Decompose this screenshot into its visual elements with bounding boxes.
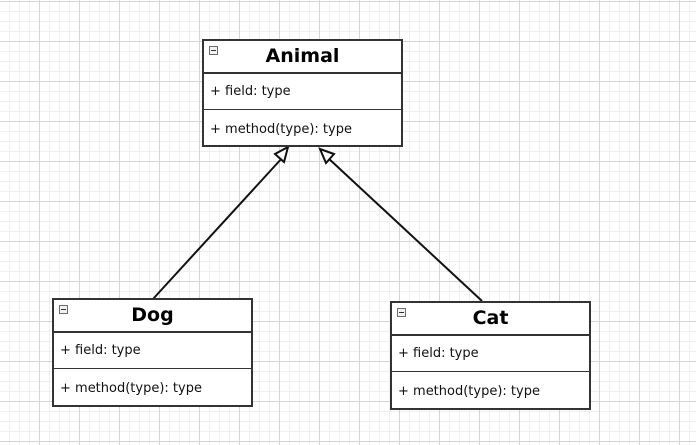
class-name: Animal xyxy=(265,45,340,67)
class-cat-header[interactable]: Cat xyxy=(392,303,589,336)
class-animal-header[interactable]: Animal xyxy=(204,41,401,74)
class-method[interactable]: + method(type): type xyxy=(210,121,352,137)
cat-to-animal-arrowhead xyxy=(318,147,336,165)
class-name: Dog xyxy=(131,304,174,326)
dog-to-animal-arrowhead xyxy=(273,145,290,164)
cat-to-animal-line[interactable] xyxy=(326,156,483,302)
dog-to-animal-line[interactable] xyxy=(152,156,284,300)
class-field[interactable]: + field: type xyxy=(392,336,589,372)
class-dog-header[interactable]: Dog xyxy=(54,300,251,333)
collapse-icon[interactable] xyxy=(209,46,218,55)
class-field[interactable]: + field: type xyxy=(54,333,251,369)
collapse-icon[interactable] xyxy=(59,305,68,314)
collapse-icon[interactable] xyxy=(397,308,406,317)
class-name: Cat xyxy=(472,307,509,329)
class-animal[interactable]: Animal + field: type + method(type): typ… xyxy=(202,39,403,147)
class-method[interactable]: + method(type): type xyxy=(398,383,540,399)
class-dog[interactable]: Dog + field: type + method(type): type xyxy=(52,298,253,407)
class-cat[interactable]: Cat + field: type + method(type): type xyxy=(390,301,591,410)
class-field[interactable]: + field: type xyxy=(204,74,401,110)
class-method[interactable]: + method(type): type xyxy=(60,380,202,396)
